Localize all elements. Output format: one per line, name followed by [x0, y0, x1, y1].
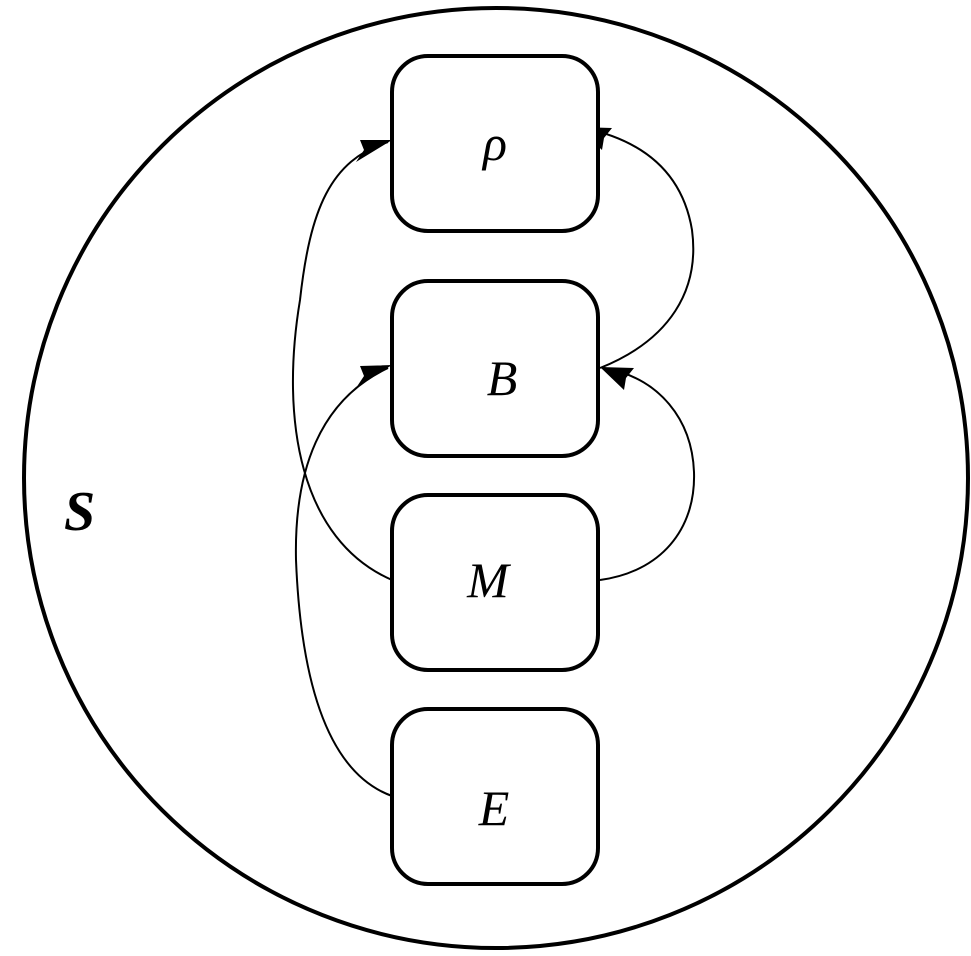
node-label-e: E	[478, 780, 510, 836]
node-box-rho	[390, 54, 600, 233]
arrowhead-m-to-b	[600, 367, 634, 390]
node-label-rho: ρ	[481, 115, 507, 171]
arrowhead-m-to-rho	[356, 140, 392, 162]
set-circle	[22, 6, 970, 950]
set-label: S	[64, 481, 95, 543]
edge-m-to-rho	[291, 141, 393, 581]
edge-m-to-b	[599, 367, 696, 581]
node-box-m	[390, 493, 600, 672]
arrowhead-e-to-b	[356, 365, 392, 388]
node-label-b: B	[487, 350, 518, 406]
edge-e-to-b	[294, 367, 393, 797]
node-label-m: M	[466, 552, 511, 608]
node-box-e	[390, 707, 600, 886]
edge-b-to-rho	[583, 127, 695, 369]
node-box-b	[390, 279, 600, 458]
